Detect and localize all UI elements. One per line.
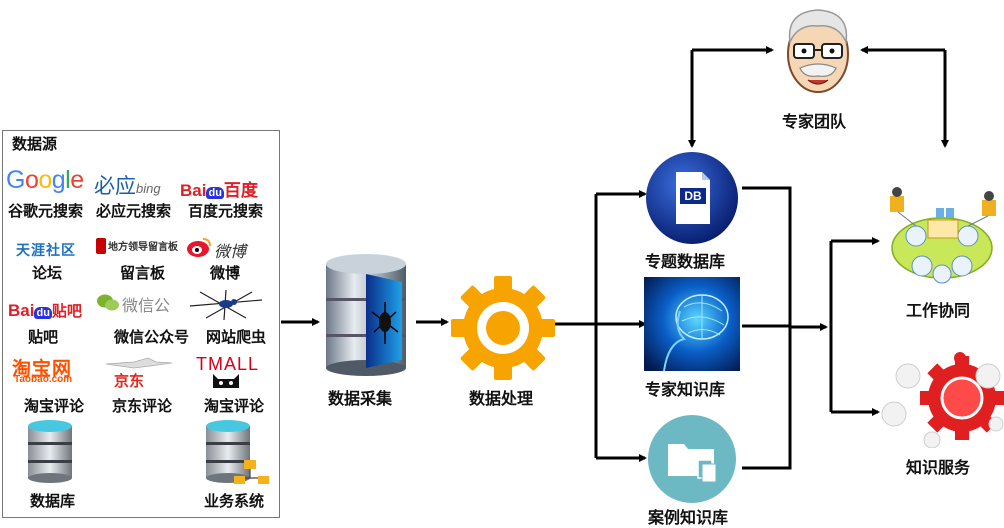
case-kb-folder-icon xyxy=(648,415,736,503)
node-expert-team-label: 专家团队 xyxy=(782,114,847,131)
knowledge-service-icon xyxy=(881,352,1004,448)
node-process-label: 数据处理 xyxy=(469,391,534,408)
label-tieba: 贴吧 xyxy=(28,329,59,346)
tmall-cat-icon xyxy=(213,374,239,388)
data-process-gear-icon xyxy=(451,276,555,380)
topic-db-icon xyxy=(646,152,738,244)
label-database: 数据库 xyxy=(30,493,76,510)
weibo-icon xyxy=(187,238,211,257)
bing-logo: 必应bing xyxy=(94,175,161,198)
wechat-logo: 微信公 xyxy=(122,298,171,315)
data-collect-cylinder-icon xyxy=(326,254,406,376)
label-message-board: 留言板 xyxy=(120,265,166,282)
node-service-label: 知识服务 xyxy=(906,460,971,477)
label-baidu: 百度元搜索 xyxy=(188,203,264,220)
label-weibo: 微博 xyxy=(210,265,241,282)
topic-db-badge: DB xyxy=(684,189,702,203)
message-board-logo: 地方领导留言板 xyxy=(108,242,178,253)
label-bing: 必应元搜索 xyxy=(96,203,172,220)
node-case-kb-label: 案例知识库 xyxy=(648,510,729,527)
label-jd: 京东评论 xyxy=(112,398,173,415)
message-board-icon xyxy=(96,238,106,254)
label-tmall: 淘宝评论 xyxy=(204,398,265,415)
node-collect-label: 数据采集 xyxy=(328,391,393,408)
merge-from-topic-db xyxy=(742,186,792,470)
node-expert-kb-label: 专家知识库 xyxy=(645,382,726,399)
label-forum: 论坛 xyxy=(32,265,63,282)
label-google: 谷歌元搜索 xyxy=(8,203,84,220)
business-system-icon xyxy=(206,420,269,484)
label-wechat: 微信公众号 xyxy=(114,329,190,346)
jd-dog-icon xyxy=(105,357,173,369)
source-panel xyxy=(2,130,280,518)
source-panel-title: 数据源 xyxy=(12,136,58,153)
google-logo: Google xyxy=(6,166,84,194)
taobao-logo: 淘宝网 xyxy=(12,359,73,380)
label-crawler: 网站爬虫 xyxy=(206,329,267,346)
collab-network-icon xyxy=(890,187,996,284)
tmall-logo: TMALL xyxy=(196,354,260,374)
expert-kb-brain-icon xyxy=(644,277,740,371)
node-collab-label: 工作协同 xyxy=(906,303,971,320)
jd-logo: 京东 xyxy=(114,373,145,390)
label-business-system: 业务系统 xyxy=(204,493,265,510)
wechat-icon xyxy=(97,294,119,311)
spider-icon xyxy=(189,289,263,321)
database-icon xyxy=(28,420,72,483)
weibo-logo: 微博 xyxy=(214,244,247,261)
expert-team-avatar-icon xyxy=(787,9,849,93)
label-taobao: 淘宝评论 xyxy=(24,398,85,415)
tianya-logo: 天涯社区 xyxy=(16,242,76,258)
taobao-logo-sub: Taobao.com xyxy=(14,374,73,385)
node-topic-db-label: 专题数据库 xyxy=(645,254,726,271)
